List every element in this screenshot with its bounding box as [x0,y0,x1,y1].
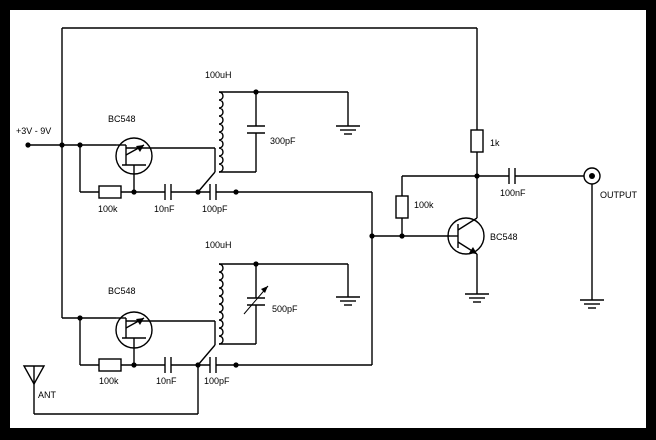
antenna-label: ANT [38,390,57,400]
transistor-q1 [115,137,153,192]
capacitor-c2 [209,184,217,200]
resistor-r3 [395,195,409,219]
antenna [22,365,199,415]
capacitor-c1 [164,184,172,200]
capacitor-c3 [247,125,265,134]
ground-top [336,92,360,135]
output-connector [580,167,604,309]
supply-rail [25,27,477,321]
capacitor-c5 [209,357,217,373]
l2-label: 100uH [205,240,232,250]
inductor-l1 [218,91,224,173]
ground-bottom [336,264,360,306]
c2-label: 100pF [202,204,228,214]
supply-label: +3V - 9V [16,126,51,136]
q3-label: BC548 [490,232,518,242]
oscillator-bottom: BC548 100k 10nF 100pF 100uH [79,240,372,386]
r2-label: 100k [99,376,119,386]
mixer-stage: 100k 1k BC548 100nF [369,28,584,365]
transistor-q3 [447,217,485,255]
c7-label: 100nF [500,188,526,198]
c3-label: 300pF [270,136,296,146]
c4-label: 10nF [156,376,177,386]
c5-label: 100pF [204,376,230,386]
capacitor-c7 [508,168,516,184]
ground-mixer [465,254,489,303]
c6-label: 500pF [272,304,298,314]
r3-label: 100k [414,200,434,210]
resistor-r2 [98,358,122,372]
oscillator-top: BC548 100k 10nF 100pF 100uH [77,70,372,214]
inductor-l2 [218,263,224,345]
q2-label: BC548 [108,286,136,296]
resistor-r4 [470,129,484,153]
q1-label: BC548 [108,114,136,124]
schematic-frame: +3V - 9V BC548 100k 10nF [10,10,646,428]
r4-label: 1k [490,138,500,148]
resistor-r1 [98,185,122,199]
output-label: OUTPUT [600,190,638,200]
l1-label: 100uH [205,70,232,80]
circuit-schematic: +3V - 9V BC548 100k 10nF [16,27,638,415]
capacitor-c4 [164,357,172,373]
transistor-q2 [115,311,153,365]
c1-label: 10nF [154,204,175,214]
r1-label: 100k [98,204,118,214]
